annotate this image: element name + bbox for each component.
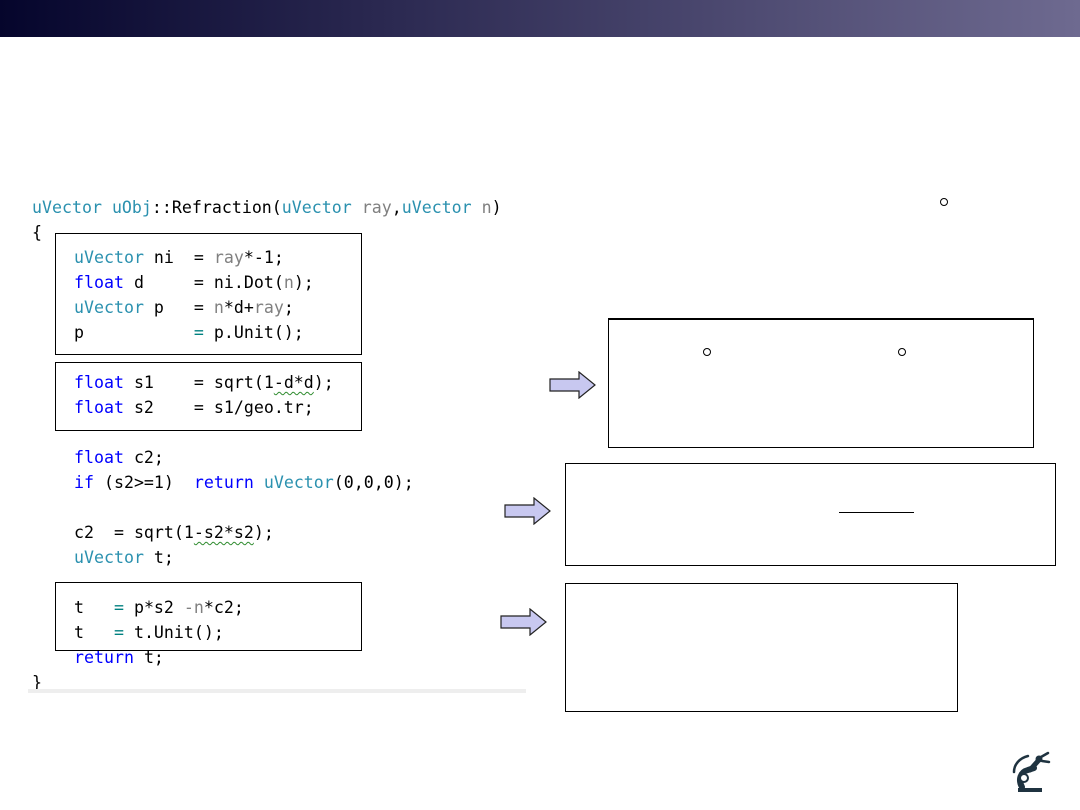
right-arrow-icon [549,371,596,399]
degree-mark [940,198,948,206]
code-line-ni: uVector ni = ray*-1; [74,248,284,267]
code-line-p: uVector p = n*d+ray; [74,298,294,317]
callout-box-3 [565,583,958,712]
degree-mark [898,348,906,356]
code-line-t-assign: t = p*s2 -n*c2; [74,598,244,617]
code-line-t-decl: uVector t; [74,548,174,567]
code-line-s1: float s1 = sqrt(1-d*d); [74,373,334,392]
code-snippet: uVector uObj::Refraction(uVector ray,uVe… [28,192,526,694]
code-line-t-unit: t = t.Unit(); [74,623,224,642]
callout-box-2 [565,463,1056,566]
robot-arm-logo-icon [1012,751,1051,792]
code-line-s2: float s2 = s1/geo.tr; [74,398,314,417]
code-highlight-box-2 [55,362,362,431]
code-line-d: float d = ni.Dot(n); [74,273,314,292]
right-arrow-icon [500,608,547,636]
code-line-signature: uVector uObj::Refraction(uVector ray,uVe… [32,198,502,217]
code-line-return: return t; [74,648,164,667]
code-line-if-return: if (s2>=1) return uVector(0,0,0); [74,473,414,492]
code-panel-bottom-edge [28,689,526,693]
code-line-c2-decl: float c2; [74,448,164,467]
slide-header-bar [0,0,1080,37]
code-line-p-unit: p = p.Unit(); [74,323,304,342]
code-highlight-box-3 [55,582,362,651]
degree-mark [703,348,711,356]
code-line-c2-assign: c2 = sqrt(1-s2*s2); [74,523,274,542]
fraction-bar [839,512,914,513]
code-line-open-brace: { [32,223,42,242]
callout-box-1 [608,318,1034,448]
code-line-close-brace: } [32,673,42,692]
right-arrow-icon [504,497,551,525]
code-highlight-box-1 [55,233,362,355]
